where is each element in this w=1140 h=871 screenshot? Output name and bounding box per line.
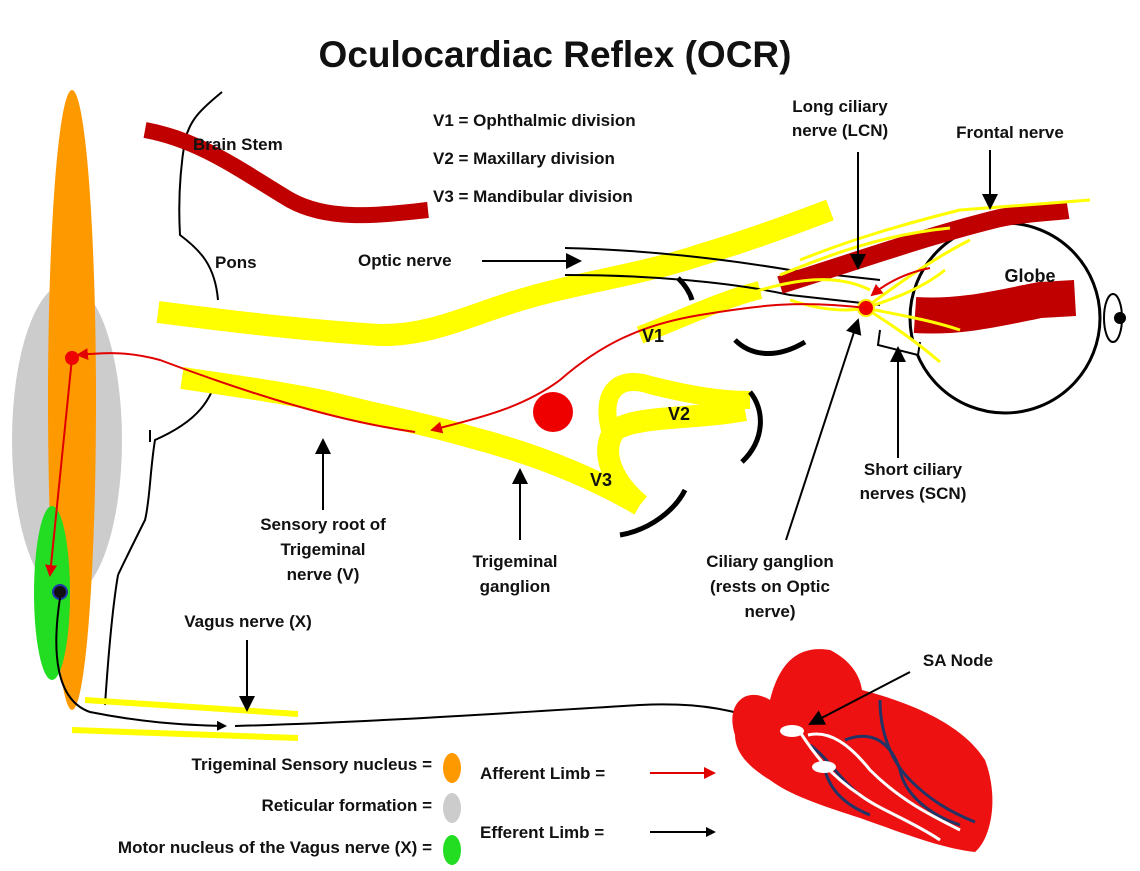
vagus-band-upper [85, 700, 298, 714]
label-v1: V1 [642, 326, 664, 346]
label-optic-nerve: Optic nerve [358, 251, 452, 270]
optic-boundary-mark [678, 278, 692, 300]
legend-afferent-label: Afferent Limb = [480, 764, 605, 783]
label-scn-line1: Short ciliary [864, 460, 963, 479]
label-sa-node: SA Node [923, 651, 993, 670]
v1-boundary-mark [735, 340, 805, 354]
sensory-root-band [182, 378, 640, 505]
label-vagus-nerve: Vagus nerve (X) [184, 612, 312, 631]
ciliary-ganglion-pointer [786, 320, 858, 540]
legend-trigeminal-sensory-label: Trigeminal Sensory nucleus = [192, 755, 433, 774]
sa-node [780, 725, 804, 737]
label-v2: V2 [668, 404, 690, 424]
label-pons: Pons [215, 253, 257, 272]
legend-motor-vagus-label: Motor nucleus of the Vagus nerve (X) = [118, 838, 432, 857]
label-v1-definition: V1 = Ophthalmic division [433, 111, 636, 130]
brainstem-outline-lower [105, 575, 118, 705]
label-v3: V3 [590, 470, 612, 490]
legend-efferent-label: Efferent Limb = [480, 823, 604, 842]
legend: Trigeminal Sensory nucleus = Reticular f… [118, 753, 714, 865]
label-v3-definition: V3 = Mandibular division [433, 187, 633, 206]
label-frontal-nerve: Frontal nerve [956, 123, 1064, 142]
legend-reticular-swatch [443, 793, 461, 823]
av-node [812, 761, 836, 773]
label-ciliary-ganglion-line1: Ciliary ganglion [706, 552, 834, 571]
v2-nerve-band [608, 410, 745, 505]
label-sensory-root-line1: Sensory root of [260, 515, 386, 534]
label-trig-ganglion-line1: Trigeminal [472, 552, 557, 571]
label-lcn-line2: nerve (LCN) [792, 121, 888, 140]
label-ciliary-ganglion-line3: nerve) [744, 602, 795, 621]
legend-trigeminal-sensory-swatch [443, 753, 461, 783]
label-ciliary-ganglion-line2: (rests on Optic [710, 577, 830, 596]
label-sensory-root-line3: nerve (V) [287, 565, 360, 584]
vagus-motor-node [53, 585, 67, 599]
label-scn-line2: nerves (SCN) [860, 484, 967, 503]
label-trig-ganglion-line2: ganglion [480, 577, 551, 596]
globe-muscle [915, 298, 1075, 316]
label-v2-definition: V2 = Maxillary division [433, 149, 615, 168]
brainstem-band [145, 130, 428, 215]
sensory-nucleus-node [65, 351, 79, 365]
vagus-band-lower [72, 730, 298, 738]
legend-reticular-label: Reticular formation = [261, 796, 432, 815]
label-brain-stem: Brain Stem [193, 135, 283, 154]
efferent-path-heart [235, 704, 780, 728]
label-globe: Globe [1004, 266, 1055, 286]
brainstem-outline-middle [118, 375, 218, 575]
label-sensory-root-line2: Trigeminal [280, 540, 365, 559]
pupil [1114, 312, 1126, 324]
page-title: Oculocardiac Reflex (OCR) [319, 34, 792, 75]
v1-nerve-band [158, 210, 830, 335]
legend-motor-vagus-swatch [443, 835, 461, 865]
label-lcn-line1: Long ciliary [792, 97, 888, 116]
trigeminal-ganglion-node [533, 392, 573, 432]
